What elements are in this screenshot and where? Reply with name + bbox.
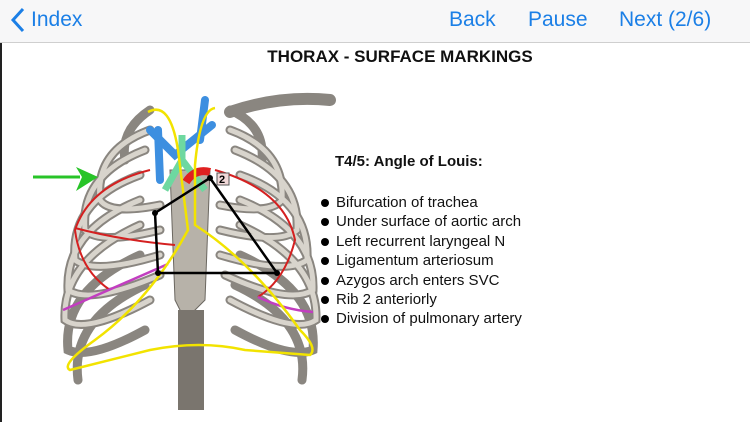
bullet-icon bbox=[321, 199, 329, 207]
bullet-icon bbox=[321, 257, 329, 266]
pause-button[interactable]: Pause bbox=[528, 8, 588, 31]
bullet-list: Bifurcation of trachea Under surface of … bbox=[320, 193, 522, 329]
bullet-icon bbox=[321, 315, 329, 324]
section-heading: T4/5: Angle of Louis: bbox=[335, 153, 483, 170]
sternum bbox=[169, 169, 211, 321]
aortic-arch bbox=[182, 167, 212, 185]
magenta-lines bbox=[62, 262, 314, 314]
page-title: THORAX - SURFACE MARKINGS bbox=[267, 47, 533, 66]
chevron-left-icon[interactable] bbox=[10, 7, 26, 33]
rib-label-box bbox=[216, 172, 230, 186]
list-item: Left recurrent laryngeal N bbox=[320, 232, 522, 251]
pleura-lines bbox=[73, 169, 297, 298]
list-item: Bifurcation of trachea bbox=[320, 193, 522, 212]
bullet-icon bbox=[321, 276, 329, 285]
page-border bbox=[0, 43, 2, 422]
bullet-icon bbox=[321, 295, 329, 304]
navigation-bar: Index Back Pause Next (2/6) bbox=[0, 0, 750, 43]
green-arrow-icon bbox=[33, 167, 98, 191]
angle-points bbox=[152, 175, 280, 276]
back-button[interactable]: Back bbox=[449, 8, 496, 31]
list-item: Under surface of aortic arch bbox=[320, 212, 522, 231]
spine bbox=[178, 310, 204, 410]
list-item: Rib 2 anteriorly bbox=[320, 290, 522, 309]
bullet-icon bbox=[321, 237, 329, 246]
bullet-icon bbox=[321, 218, 329, 227]
list-item: Division of pulmonary artery bbox=[320, 309, 522, 328]
list-item: Azygos arch enters SVC bbox=[320, 271, 522, 290]
rib-label: 2 bbox=[219, 174, 225, 186]
index-button[interactable]: Index bbox=[31, 8, 83, 31]
yellow-nerves bbox=[66, 106, 314, 372]
list-item: Ligamentum arteriosum bbox=[320, 251, 522, 270]
next-button[interactable]: Next (2/6) bbox=[619, 8, 712, 31]
